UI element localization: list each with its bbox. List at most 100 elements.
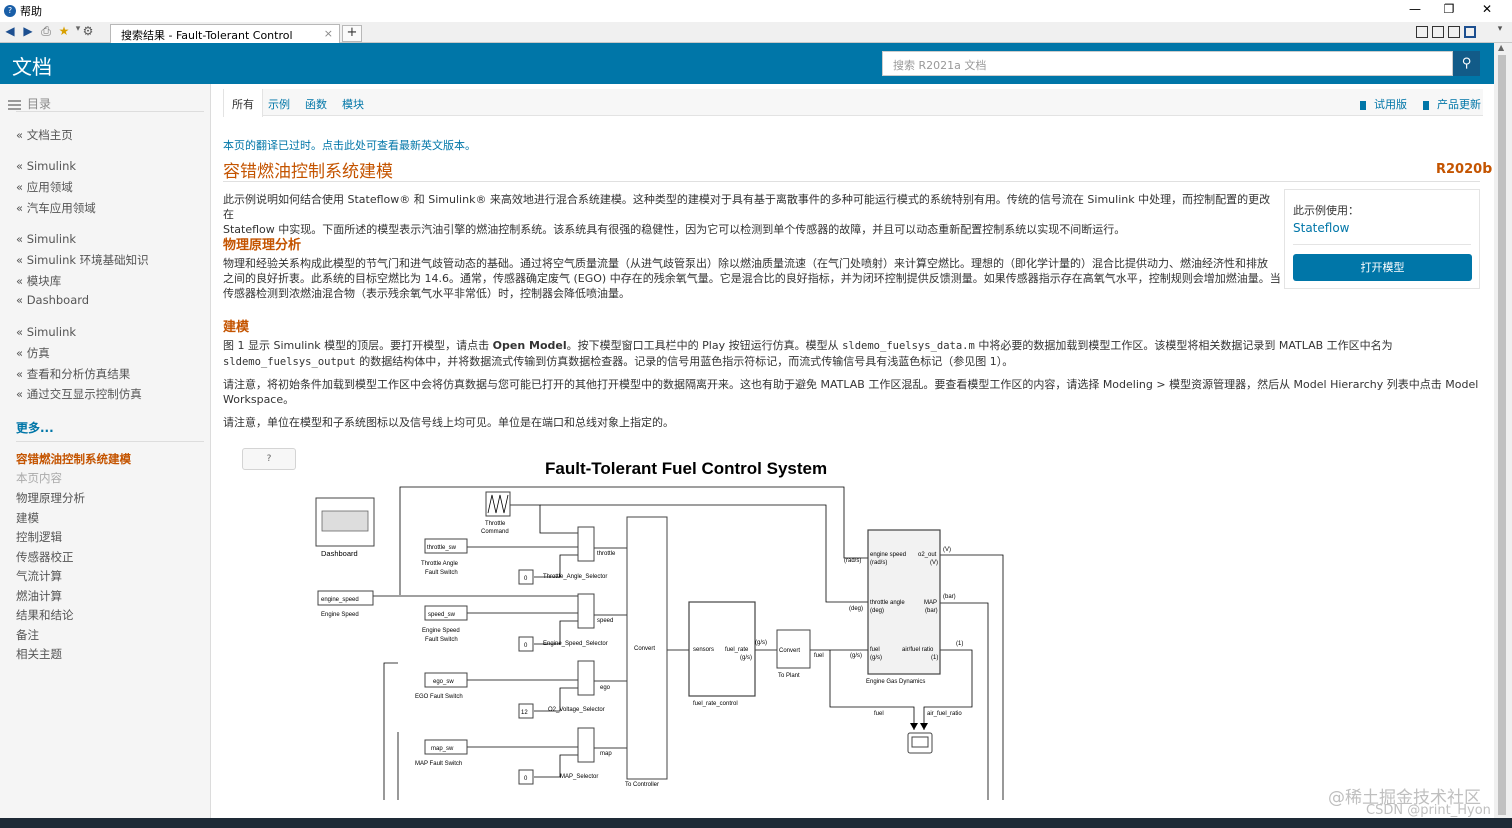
sidebar-item-simulink[interactable]: « Simulink [16, 232, 77, 246]
sidebar-item-simulation[interactable]: « 仿真 [16, 346, 50, 360]
throttle-sw-block[interactable] [424, 538, 468, 554]
layout-grid-icon[interactable] [1416, 26, 1428, 38]
toc-label: 目录 [27, 97, 52, 111]
sidebar-section-modeling[interactable]: 建模 [16, 511, 39, 525]
map-selector-switch[interactable] [577, 727, 595, 763]
scroll-up-icon[interactable]: ▲ [1498, 43, 1505, 52]
ego-sw-block[interactable] [424, 672, 468, 688]
window-titlebar: ? 帮助 — ❐ ✕ [0, 0, 1512, 22]
close-window-button[interactable]: ✕ [1481, 2, 1493, 16]
throttle-selector-switch[interactable] [577, 526, 595, 562]
engine-gas-dynamics-block[interactable] [867, 529, 941, 675]
sidebar-item-dashboard[interactable]: « Dashboard [16, 293, 90, 307]
search-input[interactable]: 搜索 R2021a 文档 [882, 51, 1453, 76]
const-throttle-block[interactable] [518, 569, 534, 585]
sidebar-item-interactive-control[interactable]: « 通过交互显示控制仿真 [16, 387, 142, 401]
sidebar-section-results[interactable]: 结果和结论 [16, 608, 74, 622]
settings-icon[interactable]: ⚙ [82, 24, 94, 38]
log-fuel-label: fuel [874, 711, 884, 717]
layout-single-icon[interactable] [1464, 26, 1476, 38]
sidebar-current-page[interactable]: 容错燃油控制系统建模 [16, 452, 131, 466]
speed-fault-label-2: Fault Switch [425, 637, 458, 643]
sidebar-section-sensor-correction[interactable]: 传感器校正 [16, 550, 74, 564]
sidebar-section-physics[interactable]: 物理原理分析 [16, 491, 85, 505]
o2-out-line [940, 554, 1004, 800]
fuel-rate-control-block[interactable] [688, 601, 756, 697]
brand-title[interactable]: 文档 [12, 55, 52, 79]
toc-toggle[interactable]: 目录 [8, 95, 51, 112]
throttle-command-label-2: Command [481, 529, 509, 535]
favorites-icon[interactable]: ★ [58, 24, 70, 38]
ego-feedback-line [383, 662, 398, 800]
sidebar-item-simulink[interactable]: « Simulink [16, 325, 77, 339]
engine-speed-block[interactable] [317, 590, 374, 606]
print-icon[interactable]: ⎙ [41, 24, 51, 38]
const-ego-block[interactable] [518, 703, 534, 719]
signal-wave-icon [487, 494, 509, 514]
speed-selector-switch[interactable] [577, 593, 595, 629]
sidebar-item-doc-home[interactable]: « 文档主页 [16, 128, 73, 142]
speed-sw-label: speed_sw [428, 612, 456, 618]
const-speed-block[interactable] [518, 636, 534, 652]
back-icon[interactable]: ◀ [5, 24, 15, 38]
fuel-signal-label: fuel [814, 653, 824, 659]
out-bar-label: (bar) [943, 594, 956, 600]
const-speed-value: 0 [524, 643, 528, 649]
scroll-thumb[interactable] [1498, 55, 1506, 815]
ego-sw-label: ego_sw [433, 679, 454, 685]
egd-afr-port: air/fuel ratio [902, 647, 934, 653]
toolbar-dropdown-icon[interactable]: ▾ [1497, 24, 1503, 34]
log-afr-label: air_fuel_ratio [927, 711, 962, 717]
tab-functions[interactable]: 函数 [305, 98, 327, 111]
vertical-scrollbar[interactable]: ▲ [1494, 43, 1512, 818]
help-button[interactable]: ? [242, 448, 296, 470]
new-tab-button[interactable]: + [342, 25, 362, 42]
minimize-button[interactable]: — [1409, 2, 1421, 16]
convert-bus-block[interactable] [626, 516, 668, 780]
const-map-block[interactable] [518, 769, 534, 785]
forward-icon[interactable]: ▶ [23, 24, 33, 38]
sidebar-item-environment-basics[interactable]: « Simulink 环境基础知识 [16, 253, 149, 267]
arrow-icon [920, 723, 928, 730]
search-icon[interactable]: ⚲ [1453, 51, 1480, 76]
sidebar-item-view-results[interactable]: « 查看和分析仿真结果 [16, 367, 131, 381]
translation-notice-link[interactable]: 本页的翻译已过时。点击此处可查看最新英文版本。 [223, 139, 476, 152]
tab-examples[interactable]: 示例 [268, 98, 290, 111]
afr-line [923, 649, 973, 730]
speed-sw-block[interactable] [424, 605, 468, 621]
egd-1-unit: (1) [931, 655, 938, 661]
stateflow-link[interactable]: Stateflow [1293, 221, 1350, 235]
sidebar-item-block-library[interactable]: « 模块库 [16, 274, 62, 288]
sidebar-item-automotive[interactable]: « 汽车应用领域 [16, 201, 96, 215]
sidebar-section-control-logic[interactable]: 控制逻辑 [16, 530, 62, 544]
open-model-button[interactable]: 打开模型 [1293, 254, 1472, 281]
sidebar-section-fuel-calc[interactable]: 燃油计算 [16, 589, 62, 603]
tab-close-icon[interactable]: × [323, 27, 333, 40]
sidebar-section-notes[interactable]: 备注 [16, 628, 39, 642]
fuel-rate-port-label: fuel_rate [725, 647, 749, 653]
map-sw-block[interactable] [424, 739, 468, 755]
arrow-icon [910, 723, 918, 730]
example-uses-panel: 此示例使用： Stateflow 打开模型 [1284, 189, 1480, 289]
scope-icon [911, 736, 929, 748]
ego-selector-switch[interactable] [577, 660, 595, 696]
sidebar-item-application-domains[interactable]: « 应用领域 [16, 180, 73, 194]
browser-tab[interactable]: 搜索结果 - Fault-Tolerant Control system × [110, 24, 340, 56]
sidebar-section-related[interactable]: 相关主题 [16, 647, 62, 661]
layout-rows-icon[interactable] [1448, 26, 1460, 38]
layout-columns-icon[interactable] [1432, 26, 1444, 38]
egd-gs-unit: (g/s) [870, 655, 882, 661]
fuel-rate-unit: (g/s) [740, 655, 752, 661]
sidebar-item-simulink[interactable]: « Simulink [16, 159, 77, 173]
product-updates-link[interactable]: 产品更新 [1423, 96, 1481, 112]
convert-to-plant-block[interactable] [776, 629, 811, 669]
trial-link[interactable]: 试用版 [1360, 96, 1407, 112]
tab-blocks[interactable]: 模块 [342, 98, 364, 111]
sensors-port-label: sensors [693, 647, 714, 653]
restore-button[interactable]: ❐ [1443, 2, 1455, 16]
favorites-dropdown-icon[interactable]: ▾ [75, 24, 81, 34]
layout-switcher [1416, 26, 1476, 38]
sidebar-section-airflow[interactable]: 气流计算 [16, 569, 62, 583]
tab-all[interactable]: 所有 [223, 89, 263, 117]
sidebar-more-link[interactable]: 更多... [16, 421, 54, 435]
